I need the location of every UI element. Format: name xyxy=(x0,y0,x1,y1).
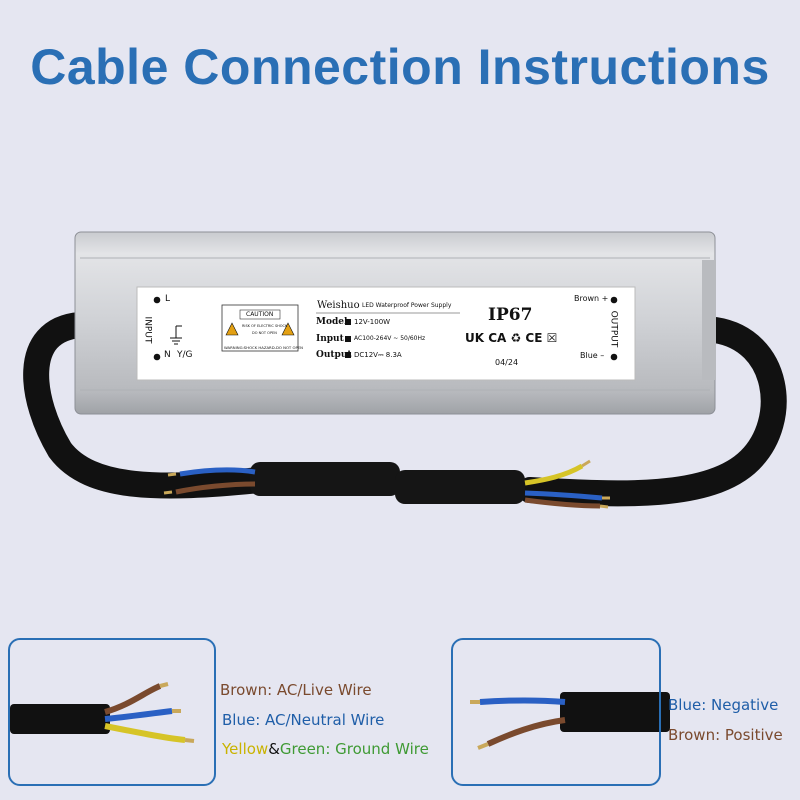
left-cable-photo-sheath xyxy=(10,704,110,734)
page-title: Cable Connection Instructions xyxy=(30,39,770,95)
label-output-vertical: OUTPUT xyxy=(608,310,619,348)
wire-blue-ac xyxy=(179,467,256,477)
legend-ground: Yellow&Green: Ground Wire xyxy=(222,740,429,758)
legend-ground-text: : Ground Wire xyxy=(325,740,429,758)
output-value: DC12V⎓ 8.3A xyxy=(354,351,402,359)
model-key: Model xyxy=(316,317,348,327)
certification-marks: UK CA ♻ CE ☒ xyxy=(465,331,558,345)
date-code: 04/24 xyxy=(495,358,519,367)
output-cable xyxy=(517,317,787,507)
legend-blue-neutral: Blue: AC/Neutral Wire xyxy=(222,711,385,729)
caution-warning: WARNING:SHOCK HAZARD-DO NOT OPEN xyxy=(224,345,303,350)
legend-brown-live: Brown: AC/Live Wire xyxy=(220,681,372,699)
caution-small-2: DO NOT OPEN xyxy=(252,331,277,335)
right-legend-box xyxy=(451,638,661,786)
label-yg-terminal: Y/G xyxy=(177,350,193,360)
label-l-terminal: L xyxy=(165,294,171,304)
wire-blue-dc xyxy=(524,490,603,501)
model-value: 12V-100W xyxy=(354,318,391,326)
spec-label xyxy=(136,286,636,381)
label-blue-minus: Blue – xyxy=(580,351,605,360)
caution-small-1: RISK OF ELECTRIC SHOCK xyxy=(242,324,288,328)
brand-name: Weishuo xyxy=(317,300,360,311)
legend-ampersand: & xyxy=(268,740,280,758)
output-cable-end xyxy=(395,470,525,504)
legend-blue-negative: Blue: Negative xyxy=(668,696,779,714)
label-input-vertical: INPUT xyxy=(142,316,153,344)
product-name: LED Waterproof Power Supply xyxy=(362,302,452,309)
right-cable-photo-sheath xyxy=(560,692,670,732)
wire-brown-dc xyxy=(524,497,601,509)
ip-rating: IP67 xyxy=(488,305,533,325)
legend-green-word: Green xyxy=(279,740,326,758)
input-cable-end xyxy=(250,462,400,496)
label-brown-plus: Brown + xyxy=(574,294,609,303)
left-legend-box xyxy=(8,638,216,786)
legend-brown-positive: Brown: Positive xyxy=(668,726,783,744)
legend-yellow-word: Yellow xyxy=(222,740,269,758)
input-value: AC100-264V ~ 50/60Hz xyxy=(354,335,426,342)
input-key: Input xyxy=(316,334,344,344)
label-n-terminal: N xyxy=(164,350,171,360)
output-key: Output xyxy=(316,350,352,360)
caution-heading: CAUTION xyxy=(246,311,274,318)
wire-brown-ac xyxy=(175,481,256,495)
input-cable xyxy=(23,312,273,499)
wire-yellow-green xyxy=(524,463,584,486)
